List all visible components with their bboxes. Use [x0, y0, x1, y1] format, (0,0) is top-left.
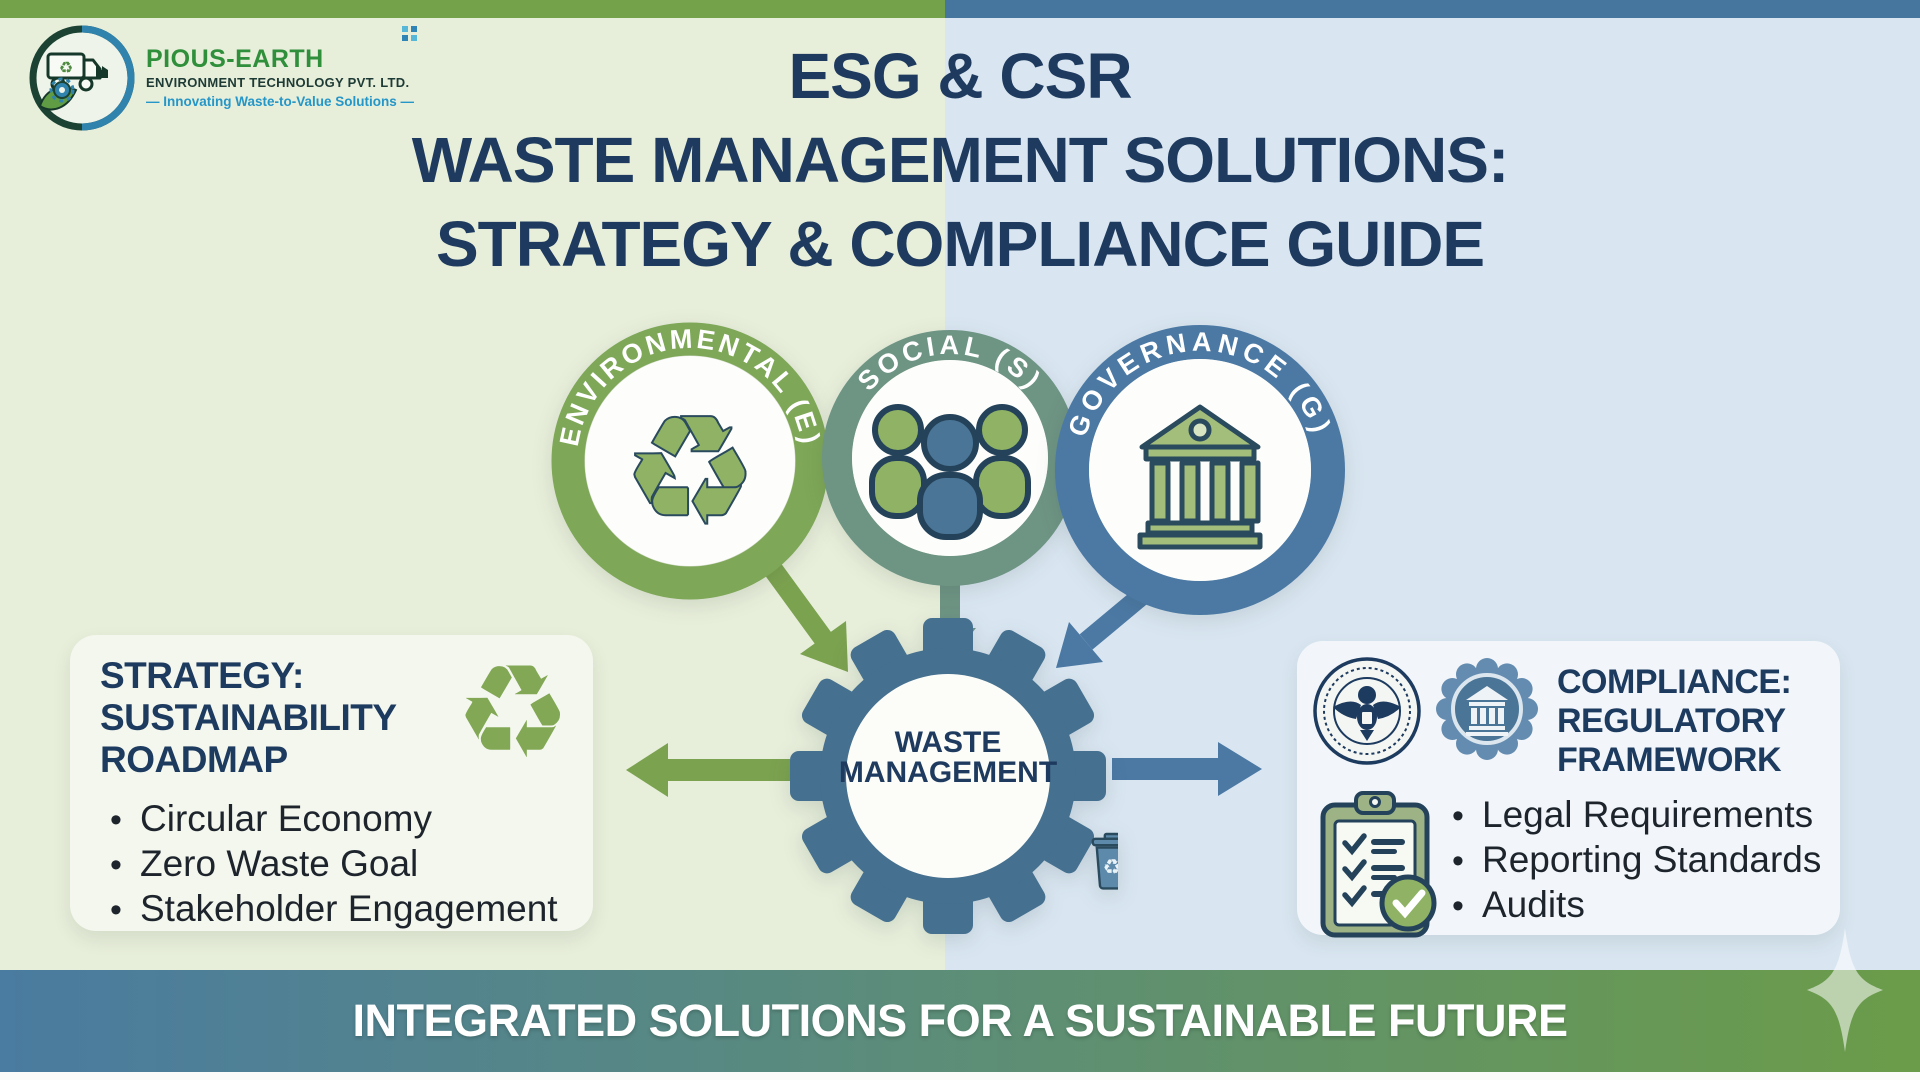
arrow-governance-to-hub	[1079, 584, 1153, 650]
compliance-heading-line-2: REGULATORY	[1557, 702, 1786, 740]
logo-recycle-glyph: ♻	[59, 60, 73, 77]
strategy-heading-line-2: SUSTAINABILITY	[100, 697, 397, 738]
title-line-1: ESG & CSR	[788, 40, 1132, 112]
brand-tagline: — Innovating Waste-to-Value Solutions —	[146, 94, 415, 109]
list-item: •Reporting Standards	[1452, 839, 1822, 880]
list-item: •Stakeholder Engagement	[110, 888, 558, 929]
list-item: •Circular Economy	[110, 798, 432, 839]
hub-label-line-2: MANAGEMENT	[839, 756, 1057, 789]
circle-environmental: ENVIRONMENTAL (E) ♻	[551, 322, 829, 600]
strategy-heading-line-1: STRATEGY:	[100, 655, 304, 696]
bank-glyph-icon	[1466, 686, 1508, 736]
compliance-heading-line-1: COMPLIANCE:	[1557, 663, 1792, 701]
compliance-heading-line-3: FRAMEWORK	[1557, 741, 1782, 779]
brand-name: PIOUS-EARTH	[146, 45, 324, 73]
list-item: •Legal Requirements	[1452, 794, 1814, 835]
compliance-heading: COMPLIANCE: REGULATORY FRAMEWORK	[1557, 663, 1792, 780]
top-strip-green	[0, 0, 945, 18]
title-line-3: STRATEGY & COMPLIANCE GUIDE	[435, 208, 1485, 280]
strategy-bullet-list: •Circular Economy •Zero Waste Goal •Stak…	[110, 797, 558, 932]
brand-dots-icon	[402, 26, 418, 42]
checklist-icon	[1320, 791, 1437, 938]
arrow-environmental-to-hub	[763, 562, 832, 644]
official-seal-icon	[1313, 657, 1421, 765]
circle-governance: GOVERNANCE (G)	[1055, 325, 1345, 615]
bottom-banner: INTEGRATED SOLUTIONS FOR A SUSTAINABLE F…	[0, 970, 1920, 1072]
page-title: ESG & CSR WASTE MANAGEMENT SOLUTIONS: ST…	[0, 34, 1920, 286]
compliance-bullet-list: •Legal Requirements •Reporting Standards…	[1452, 793, 1821, 928]
trash-bin-icon: ♻	[1091, 832, 1118, 890]
bank-icon	[1137, 404, 1263, 550]
people-icon	[869, 404, 1031, 540]
list-item: •Zero Waste Goal	[110, 843, 419, 884]
brand-emblem-icon: ♻	[29, 25, 135, 131]
hub-label-line-1: WASTE	[895, 726, 1002, 759]
waste-management-hub: ♻ WASTE MANAGEMENT ♻	[790, 618, 1118, 934]
brand-logo: ♻ PIOUS-EARTH ENVIRONMENT TECHNOLOGY PVT…	[28, 24, 418, 132]
strategy-box: STRATEGY: SUSTAINABILITY ROADMAP ♻ •Circ…	[70, 635, 593, 931]
recycle-arrows-icon: ♻	[454, 639, 571, 785]
sparkle-icon	[1807, 928, 1883, 1052]
top-strip-blue	[945, 0, 1920, 18]
recycle-icon: ♻	[623, 387, 757, 555]
strategy-heading-line-3: ROADMAP	[100, 739, 288, 780]
list-item: •Audits	[1452, 884, 1585, 925]
brand-subtitle: ENVIRONMENT TECHNOLOGY PVT. LTD.	[146, 75, 410, 90]
bottom-edge	[0, 1072, 1920, 1080]
title-line-2: WASTE MANAGEMENT SOLUTIONS:	[411, 124, 1510, 196]
svg-text:♻: ♻	[1103, 856, 1118, 879]
banner-text: INTEGRATED SOLUTIONS FOR A SUSTAINABLE F…	[352, 995, 1568, 1046]
strategy-heading: STRATEGY: SUSTAINABILITY ROADMAP	[100, 655, 397, 781]
bank-badge-icon	[1436, 658, 1538, 760]
factory-icon	[96, 66, 108, 78]
compliance-box: COMPLIANCE: REGULATORY FRAMEWORK •Legal	[1297, 641, 1840, 938]
